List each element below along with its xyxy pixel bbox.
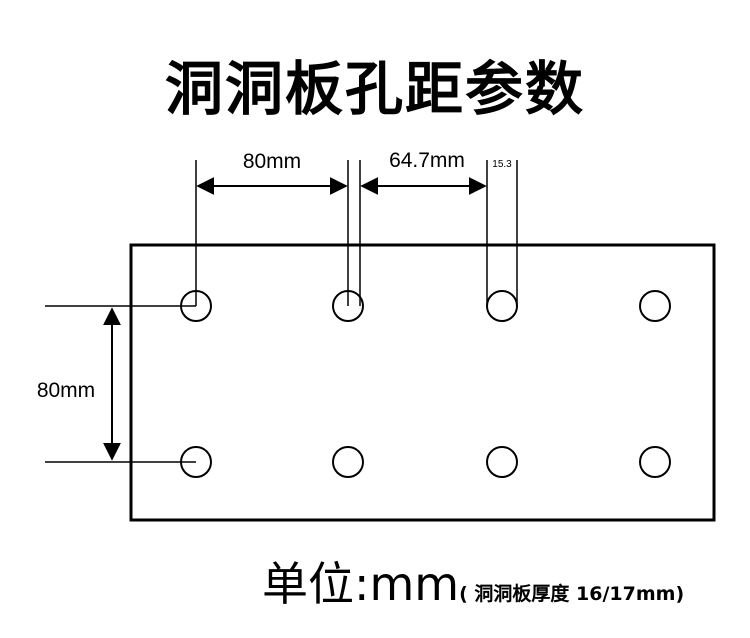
hole [332, 446, 364, 478]
offset-label: 15.3 [492, 159, 512, 170]
unit-label: 单位:mm [262, 557, 460, 611]
vertical-spacing-label: 80mm [37, 379, 95, 402]
units-footer: 单位:mm( 洞洞板厚度 16/17mm) [262, 548, 684, 614]
diagonal-spacing-label: 64.7mm [389, 149, 465, 172]
pegboard-outline [129, 243, 716, 522]
thickness-note: ( 洞洞板厚度 16/17mm) [459, 583, 685, 605]
hole [486, 446, 518, 478]
hole [639, 446, 671, 478]
diagram-title: 洞洞板孔距参数 [164, 55, 585, 123]
hole [639, 290, 671, 322]
horizontal-spacing-label: 80mm [243, 150, 301, 173]
hole [486, 290, 518, 322]
